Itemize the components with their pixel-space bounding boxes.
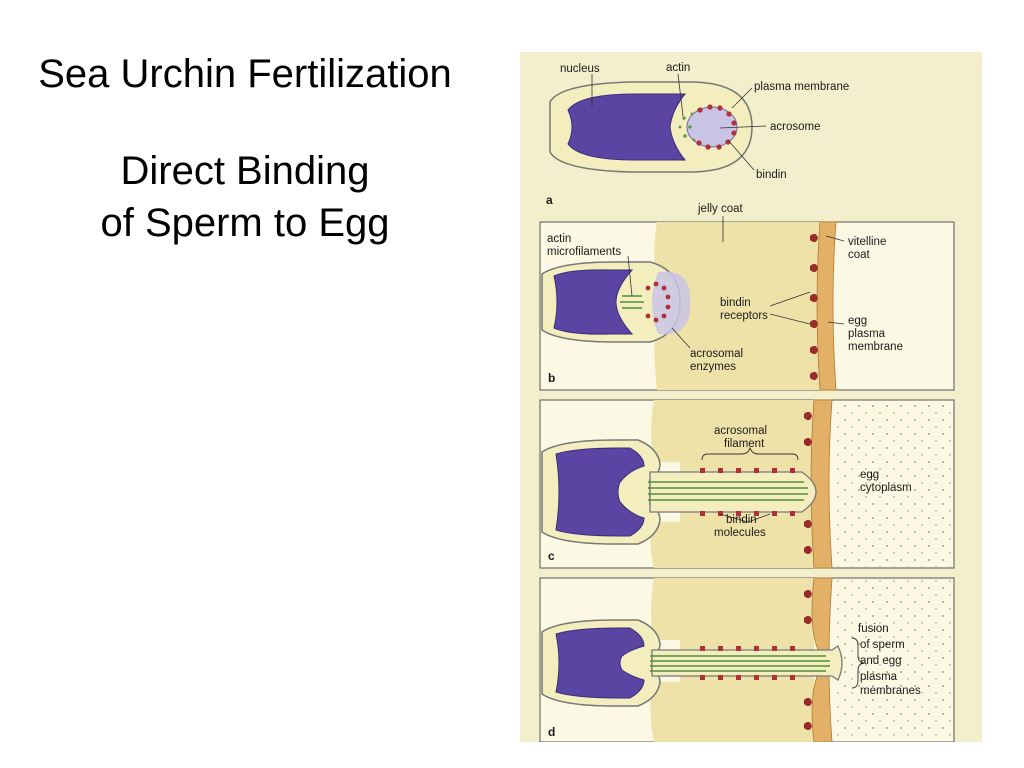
bindin-receptor-icons-c xyxy=(804,411,812,555)
label-bindin-molecules: molecules xyxy=(714,527,766,539)
subtitle-line: Direct Binding xyxy=(120,149,370,193)
bindin-granules-b xyxy=(645,281,671,323)
egg-cytoplasm-c xyxy=(832,401,953,567)
bindin-receptor-icons-d xyxy=(804,589,812,731)
egg-plasma-membrane-c xyxy=(810,399,833,569)
fertilization-diagram: nucleus actin plasma membrane acrosome b… xyxy=(520,52,982,742)
label-fusion: of sperm xyxy=(860,639,905,651)
panel-letter-c: c xyxy=(548,549,555,563)
label-fusion: plasma xyxy=(860,671,898,683)
leader-lines-b xyxy=(627,216,845,349)
egg-plasma-membrane xyxy=(816,221,837,391)
bindin-molecules-d xyxy=(700,646,795,680)
leader-lines-c xyxy=(719,513,771,523)
label-bindin-molecules: bindin xyxy=(726,514,757,526)
nucleus-b xyxy=(553,269,634,335)
nucleus-d xyxy=(555,627,645,699)
label-bindin: bindin xyxy=(756,169,787,181)
actin-granules xyxy=(678,112,696,142)
panel-d: fusion of sperm and egg plasma membranes… xyxy=(539,577,955,742)
label-fusion: membranes xyxy=(860,685,921,697)
panel-c: acrosomal filament egg cytoplasm bindin … xyxy=(539,399,955,569)
actin-microfilaments-c xyxy=(648,481,808,501)
label-egg-plasma-membrane: plasma xyxy=(848,328,886,340)
egg-plasma-membrane-d xyxy=(811,577,833,742)
panel-b: jelly coat actin microfilaments vitellin… xyxy=(539,203,955,391)
label-egg-plasma-membrane: membrane xyxy=(848,341,903,353)
label-bindin-receptors: bindin xyxy=(720,297,751,309)
label-jelly-coat: jelly coat xyxy=(697,203,744,215)
slide-subtitle: Direct Binding of Sperm to Egg xyxy=(0,145,490,249)
panel-letter-a: a xyxy=(546,193,553,207)
acrosomal-enzymes-cloud xyxy=(652,271,691,335)
label-acrosomal-filament: filament xyxy=(724,438,765,450)
label-nucleus: nucleus xyxy=(560,63,600,75)
label-acrosomal-enzymes: acrosomal xyxy=(690,348,743,360)
slide-title: Sea Urchin Fertilization xyxy=(38,52,452,96)
label-acrosomal-filament: acrosomal xyxy=(714,425,767,437)
label-plasma-membrane: plasma membrane xyxy=(754,81,849,93)
label-acrosomal-enzymes: enzymes xyxy=(690,361,736,373)
panel-letter-b: b xyxy=(548,371,555,385)
bindin-granules xyxy=(696,104,737,150)
nucleus-c xyxy=(555,447,645,537)
leader-lines-a xyxy=(591,73,767,171)
label-vitelline-coat: coat xyxy=(848,249,871,261)
label-actin-b: actin xyxy=(547,233,571,245)
label-vitelline-coat: vitelline xyxy=(848,236,886,248)
panel-a: nucleus actin plasma membrane acrosome b… xyxy=(546,62,849,207)
label-egg-cytoplasm: egg xyxy=(860,469,879,481)
label-fusion: fusion xyxy=(858,623,889,635)
label-actin: actin xyxy=(666,62,690,74)
label-fusion: and egg xyxy=(860,655,902,667)
subtitle-line: of Sperm to Egg xyxy=(100,201,390,245)
nucleus-shape xyxy=(567,93,687,161)
filament-brace-c xyxy=(701,446,799,461)
actin-microfilaments-d xyxy=(650,655,830,672)
label-egg-cytoplasm: cytoplasm xyxy=(860,482,912,494)
label-acrosome: acrosome xyxy=(770,121,821,133)
bindin-molecules-c xyxy=(700,468,795,516)
bindin-receptor-icons xyxy=(810,233,818,381)
label-actin-b: microfilaments xyxy=(547,246,621,258)
label-bindin-receptors: receptors xyxy=(720,310,768,322)
fusion-brace-d xyxy=(851,637,865,689)
label-egg-plasma-membrane: egg xyxy=(848,315,867,327)
egg-cytoplasm-d xyxy=(832,579,953,741)
panel-letter-d: d xyxy=(548,725,555,739)
fused-filament-d xyxy=(651,645,843,681)
jelly-coat xyxy=(654,222,820,390)
acrosomal-filament-c xyxy=(649,471,817,513)
